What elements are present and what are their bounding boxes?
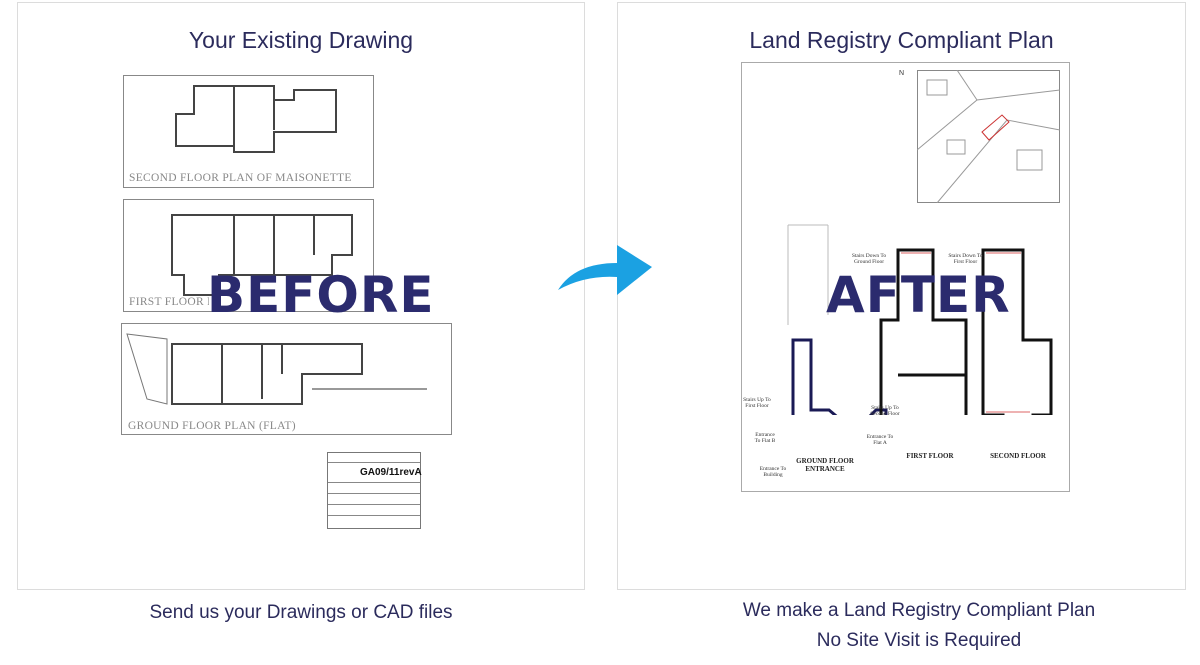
annotation: Stairs Down To First Floor xyxy=(948,253,983,265)
north-arrow: N xyxy=(899,70,905,77)
annotation: Entrance To Flat B xyxy=(754,432,776,444)
location-map xyxy=(917,70,1060,203)
floor-label: GROUND FLOOR ENTRANCE xyxy=(796,457,854,473)
plan-label: FIRST FLOOR PLAN xyxy=(129,296,209,308)
annotation: Stairs Up To Second Floor xyxy=(870,405,900,417)
arrow-icon xyxy=(558,245,652,295)
annotation: Entrance To Building xyxy=(759,466,787,478)
ground-floor-sheet: GROUND FLOOR PLAN (FLAT) xyxy=(121,323,452,435)
first-floor-sheet: FIRST FLOOR PLAN xyxy=(123,199,374,312)
floor-label: FIRST FLOOR xyxy=(906,452,954,460)
after-caption-line-2: No Site Visit is Required xyxy=(816,630,1022,651)
before-title: Your Existing Drawing xyxy=(188,27,414,53)
before-overlay: BEFORE xyxy=(207,266,435,324)
plan-label: SECOND FLOOR PLAN OF MAISONETTE xyxy=(129,172,352,184)
title-block: GA09/11revA xyxy=(327,452,422,529)
before-caption: Send us your Drawings or CAD files xyxy=(149,602,453,623)
after-floor-plans xyxy=(787,224,1053,415)
second-floor-drawing xyxy=(175,85,337,153)
annotation: Entrance To Flat A xyxy=(866,434,894,446)
floor-label: SECOND FLOOR xyxy=(990,452,1046,460)
annotation: Stairs Up To First Floor xyxy=(743,397,771,409)
second-floor-sheet: SECOND FLOOR PLAN OF MAISONETTE xyxy=(123,75,374,188)
plan-label: GROUND FLOOR PLAN (FLAT) xyxy=(128,420,296,432)
drawing-number: GA09/11revA xyxy=(360,467,422,478)
ground-floor-drawing xyxy=(126,333,427,405)
after-title: Land Registry Compliant Plan xyxy=(749,27,1054,53)
after-caption-line-1: We make a Land Registry Compliant Plan xyxy=(742,600,1096,621)
after-overlay: AFTER xyxy=(826,266,1011,324)
annotation: Stairs Down To Ground Floor xyxy=(851,253,887,265)
first-floor-drawing xyxy=(171,214,353,296)
